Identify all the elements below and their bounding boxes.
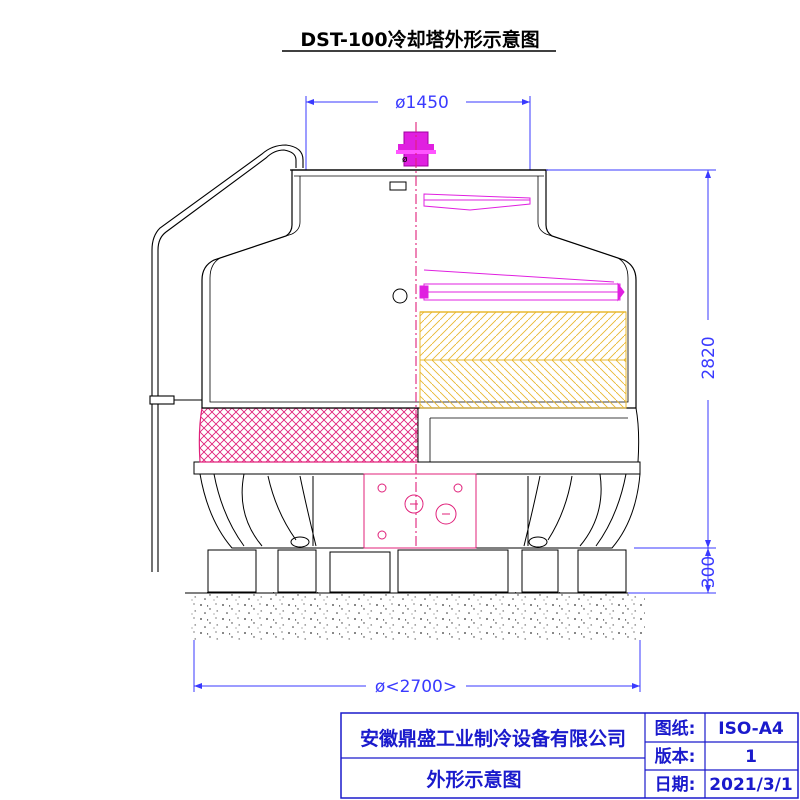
support-blocks xyxy=(207,549,627,593)
fill-media-upper xyxy=(419,311,627,361)
paper-label: 图纸: xyxy=(655,718,696,739)
date-label: 日期: xyxy=(655,775,696,795)
drawing-name: 外形示意图 xyxy=(426,768,521,791)
lower-body-right xyxy=(417,407,640,463)
drawing-title: DST-100冷却塔外形示意图 xyxy=(300,28,539,51)
air-inlet-mesh xyxy=(198,407,419,463)
pipe-connections xyxy=(363,473,477,549)
company-name: 安徽鼎盛工业制冷设备有限公司 xyxy=(360,727,626,750)
base-diameter-label: ø<2700> xyxy=(375,677,457,697)
height-dimension: 2820 300 xyxy=(546,169,719,594)
sprinkler-arm xyxy=(419,269,625,302)
ground-gravel xyxy=(190,592,645,640)
version-value: 1 xyxy=(745,747,757,767)
basin-rim xyxy=(193,461,641,475)
fill-media-lower xyxy=(419,359,627,409)
top-diameter-label: ø1450 xyxy=(395,93,449,113)
fan-blade xyxy=(423,193,531,211)
inspection-port xyxy=(389,181,407,191)
top-diameter-dimension: ø1450 xyxy=(305,93,531,196)
base-diameter-dimension: ø<2700> xyxy=(193,640,641,697)
version-label: 版本: xyxy=(655,746,696,767)
paper-value: ISO-A4 xyxy=(718,719,784,739)
height-label: 2820 xyxy=(699,336,719,379)
date-value: 2021/3/1 xyxy=(709,775,792,795)
ladder xyxy=(149,144,304,572)
svg-text:ø: ø xyxy=(402,155,408,165)
base-height-label: 300 xyxy=(699,556,719,588)
title-block: 安徽鼎盛工业制冷设备有限公司 外形示意图 图纸: ISO-A4 版本: 1 日期… xyxy=(340,712,799,799)
level-gauge xyxy=(392,288,408,304)
